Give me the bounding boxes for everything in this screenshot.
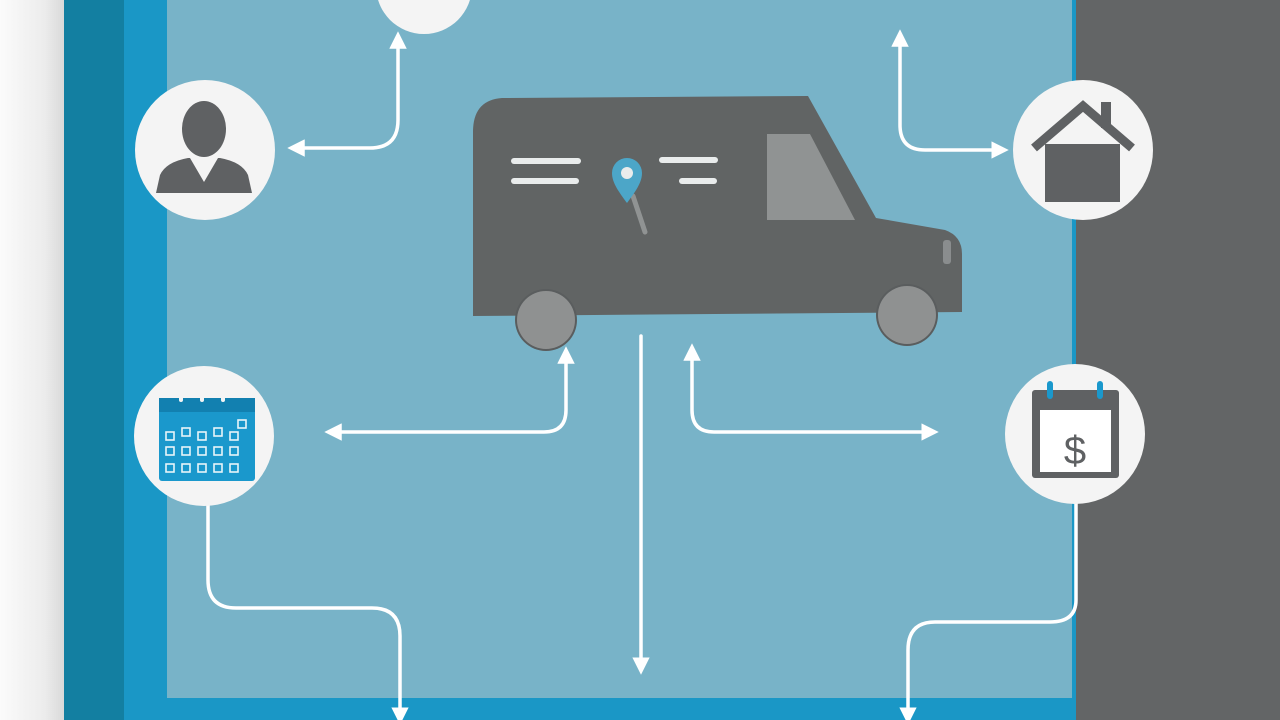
person-icon [156,101,252,193]
arrow-mid-right [683,343,939,441]
delivery-van-icon [473,96,962,351]
arrow-top-left [287,31,407,157]
van-rear-wheel [876,284,938,346]
house-icon [1031,100,1135,202]
top-node-circle [378,0,470,34]
arrow-bottom-left [206,503,409,720]
calendar-dollar-icon: $ [1032,381,1119,478]
outer-blue-strip [64,0,124,720]
arrow-bottom-right [899,498,1078,720]
left-shadow-edge [0,0,64,720]
van-front-wheel [515,289,577,351]
van-window [767,134,855,220]
home-node [1013,80,1153,220]
schedule-node [134,366,274,506]
calendar-grid-icon [159,387,255,481]
arrow-top-right [891,29,1009,159]
arrow-mid-left [324,346,575,441]
van-headlight [943,240,951,264]
van-body [473,96,962,316]
location-pin-icon [612,158,648,235]
van-text-lines [511,157,718,184]
dollar-sign: $ [1064,429,1086,473]
customer-node [135,80,275,220]
billing-node: $ [1005,364,1145,504]
